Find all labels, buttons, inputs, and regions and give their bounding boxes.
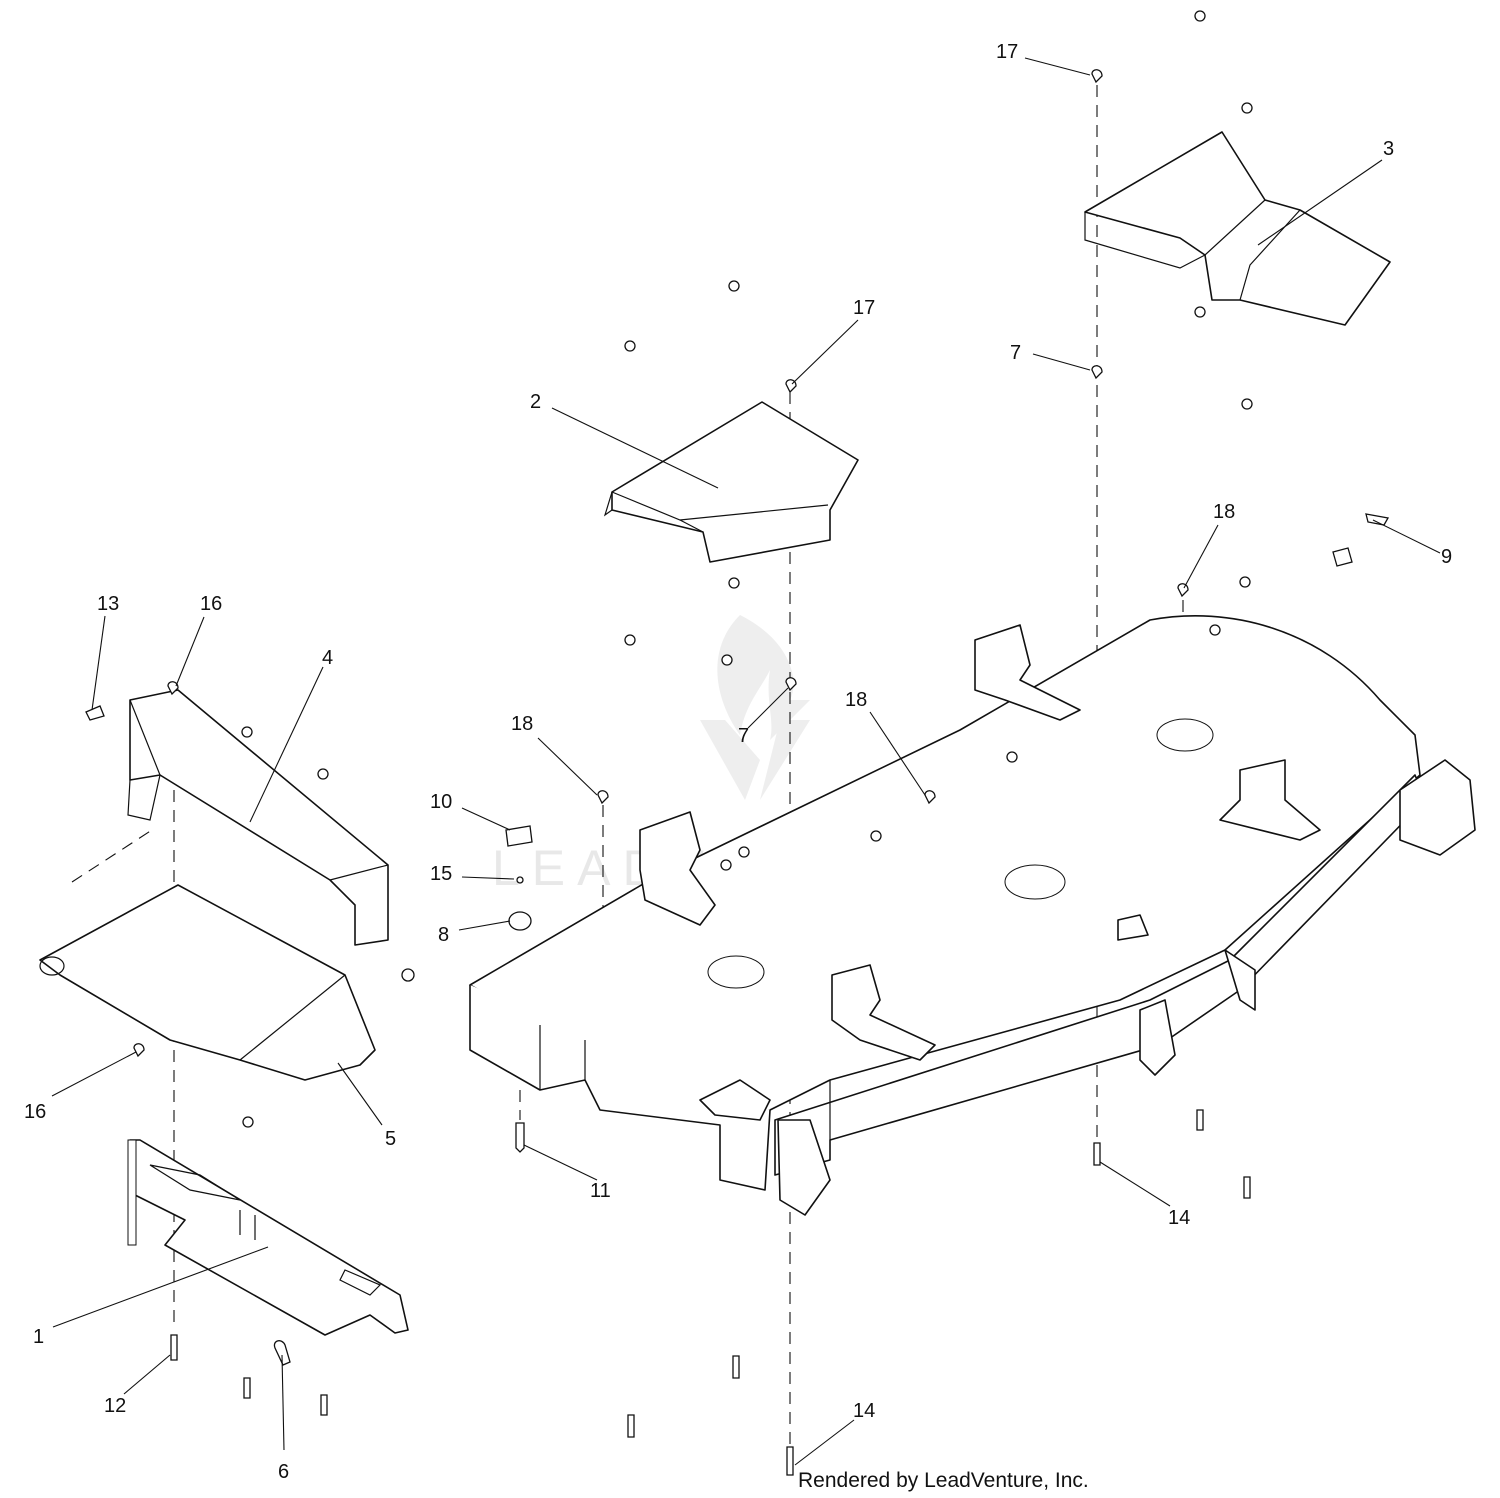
callout-2: 2 [530, 391, 541, 413]
callout-14: 14 [1168, 1207, 1190, 1229]
callout-7: 7 [738, 725, 749, 747]
render-credit: Rendered by LeadVenture, Inc. [798, 1469, 1089, 1492]
part-3-right-guard [1084, 131, 1391, 326]
callout-10: 10 [430, 791, 452, 813]
callout-9: 9 [1441, 546, 1452, 568]
callout-18: 18 [511, 713, 533, 735]
spindle-opening-left [707, 955, 765, 989]
spindle-opening-right [1156, 718, 1214, 752]
callout-12: 12 [104, 1395, 126, 1417]
spindle-opening-center [1004, 864, 1066, 900]
callout-15: 15 [430, 863, 452, 885]
callout-14: 14 [853, 1400, 875, 1422]
mower-deck [469, 615, 1476, 1216]
callout-13: 13 [97, 593, 119, 615]
callout-11: 11 [590, 1180, 611, 1202]
part-2-middle-guard [603, 401, 859, 563]
callout-7: 7 [1010, 342, 1021, 364]
callout-18: 18 [845, 689, 867, 711]
callout-17: 17 [996, 41, 1018, 63]
part-5-discharge-chute [39, 884, 376, 1081]
callout-8: 8 [438, 924, 449, 946]
fastener-hardware [85, 10, 1390, 1476]
callout-4: 4 [322, 647, 333, 669]
callout-1: 1 [33, 1326, 44, 1348]
callout-17: 17 [853, 297, 875, 319]
callout-16: 16 [24, 1101, 46, 1123]
watermark-flame-logo [700, 615, 810, 800]
callout-5: 5 [385, 1128, 396, 1150]
callout-labels: 17 3 17 7 2 18 9 13 16 4 7 18 18 10 15 8… [24, 41, 1452, 1483]
part-4-left-upper-guard [127, 689, 389, 946]
callout-6: 6 [278, 1461, 289, 1483]
callout-16: 16 [200, 593, 222, 615]
callout-18: 18 [1213, 501, 1235, 523]
callout-3: 3 [1383, 138, 1394, 160]
callout-leaders [51, 57, 1441, 1466]
part-1-bracket [127, 1139, 409, 1336]
